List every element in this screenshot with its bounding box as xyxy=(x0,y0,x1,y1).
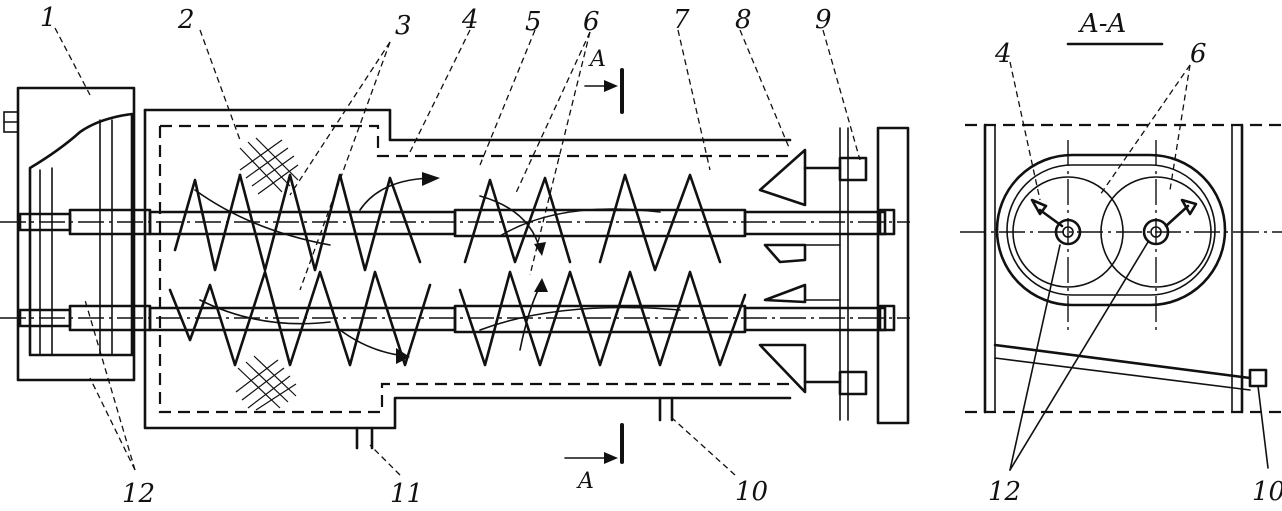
section-shaft-left xyxy=(1030,198,1082,246)
main-view-labels: 1 2 3 4 5 6 7 8 9 12 11 10 xyxy=(40,3,832,509)
section-marker-top: A xyxy=(584,47,624,114)
upper-screw-flights xyxy=(173,173,722,272)
label-5: 5 xyxy=(525,7,542,37)
section-title-group: A-A xyxy=(1066,9,1164,46)
label-1: 1 xyxy=(40,3,57,33)
label-8: 8 xyxy=(735,5,752,35)
section-label-12: 12 xyxy=(988,477,1021,507)
section-shaft-right xyxy=(1142,198,1198,246)
lower-shaft xyxy=(0,304,910,334)
deflectors xyxy=(758,148,807,394)
label-11: 11 xyxy=(390,479,423,509)
section-marker-label-bottom: A xyxy=(576,469,594,494)
flow-arrows xyxy=(339,172,548,364)
leader-lines-main xyxy=(54,27,861,476)
section-label-10: 10 xyxy=(1252,477,1282,507)
sieve-patch-bottom xyxy=(235,355,297,411)
section-frame xyxy=(965,123,1282,414)
trough-body xyxy=(143,108,792,450)
label-12-main: 12 xyxy=(122,479,155,509)
upper-shaft xyxy=(0,208,910,238)
sieve-patch-top xyxy=(239,137,299,195)
section-label-4: 4 xyxy=(994,39,1012,69)
leader-lines-section xyxy=(1009,61,1269,471)
label-10-main: 10 xyxy=(735,477,768,507)
section-title: A-A xyxy=(1078,9,1126,39)
section-marker-label-top: A xyxy=(588,47,606,72)
label-9: 9 xyxy=(815,5,832,35)
section-label-6: 6 xyxy=(1190,39,1207,69)
section-view-labels: 4 6 12 10 xyxy=(988,39,1282,507)
label-3: 3 xyxy=(395,11,412,41)
section-trough-outline xyxy=(960,140,1282,330)
label-6: 6 xyxy=(583,7,600,37)
label-2: 2 xyxy=(177,5,195,35)
trough-liner xyxy=(158,124,790,414)
label-4: 4 xyxy=(461,5,479,35)
lower-screw-flights xyxy=(168,270,747,367)
section-marker-bottom: A xyxy=(564,423,624,494)
label-7: 7 xyxy=(673,5,690,35)
end-bearing-plate xyxy=(803,126,910,425)
